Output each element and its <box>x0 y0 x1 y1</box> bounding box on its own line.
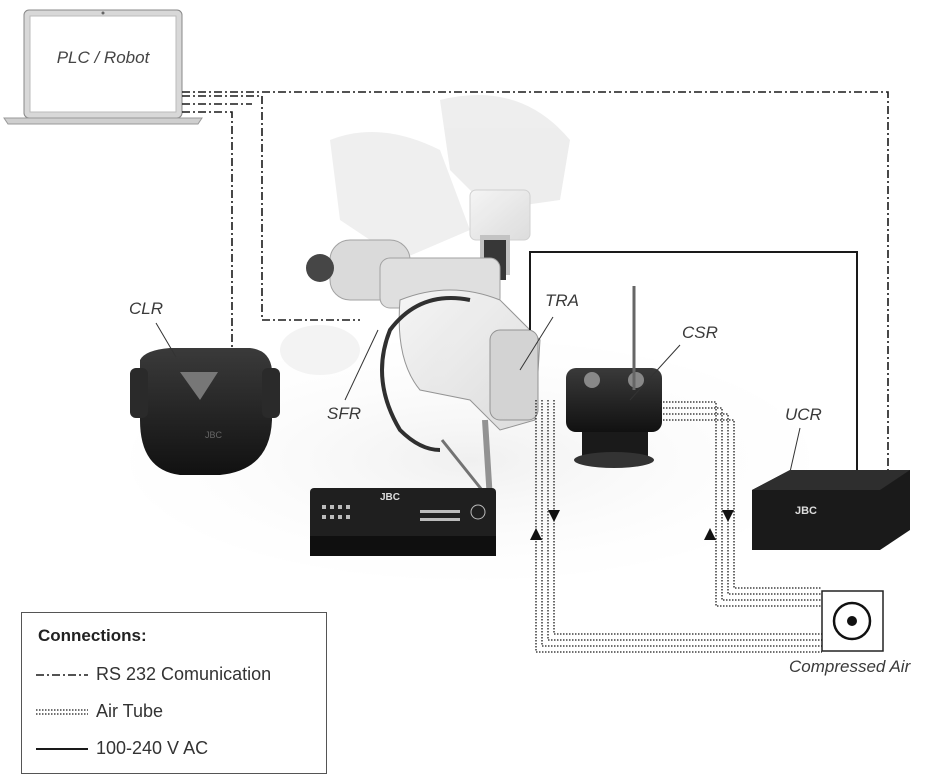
robot-arm-image <box>280 95 570 501</box>
power-line <box>529 251 858 470</box>
connections-legend: Connections: RS 232 Comunication Air Tub… <box>21 612 327 774</box>
plc-robot-label: PLC / Robot <box>56 48 150 67</box>
compressed-air-label: Compressed Air <box>789 657 911 676</box>
legend-item-power: 100-240 V AC <box>36 737 316 761</box>
label-pointers <box>155 316 801 473</box>
svg-text:JBC: JBC <box>380 492 400 503</box>
legend-item-air-tube: Air Tube <box>36 700 316 724</box>
legend-label: Air Tube <box>96 701 164 721</box>
dash-dot-line-icon <box>36 674 88 676</box>
laptop-icon <box>3 9 203 125</box>
clr-label: CLR <box>129 299 164 318</box>
legend-item-rs232: RS 232 Comunication <box>36 663 316 687</box>
ucr-label: UCR <box>785 405 822 424</box>
csr-label: CSR <box>682 323 718 342</box>
sfr-label: SFR <box>327 404 361 423</box>
air-tube-lines <box>535 400 822 653</box>
svg-text:JBC: JBC <box>795 505 817 517</box>
legend-label: 100-240 V AC <box>96 738 209 758</box>
svg-text:JBC: JBC <box>205 430 223 440</box>
dotted-line-icon <box>36 709 88 715</box>
csr-device-image <box>566 286 662 468</box>
ucr-device-image: JBC <box>752 470 910 550</box>
rs232-lines <box>182 91 889 470</box>
control-board-image: JBC <box>310 488 496 556</box>
solid-line-icon <box>36 748 88 750</box>
compressed-air-icon <box>821 590 884 652</box>
legend-label: RS 232 Comunication <box>96 664 272 684</box>
air-flow-arrows <box>530 510 734 540</box>
tra-label: TRA <box>545 291 579 310</box>
clr-device-image: JBC <box>130 348 280 475</box>
legend-title: Connections: <box>38 626 147 645</box>
